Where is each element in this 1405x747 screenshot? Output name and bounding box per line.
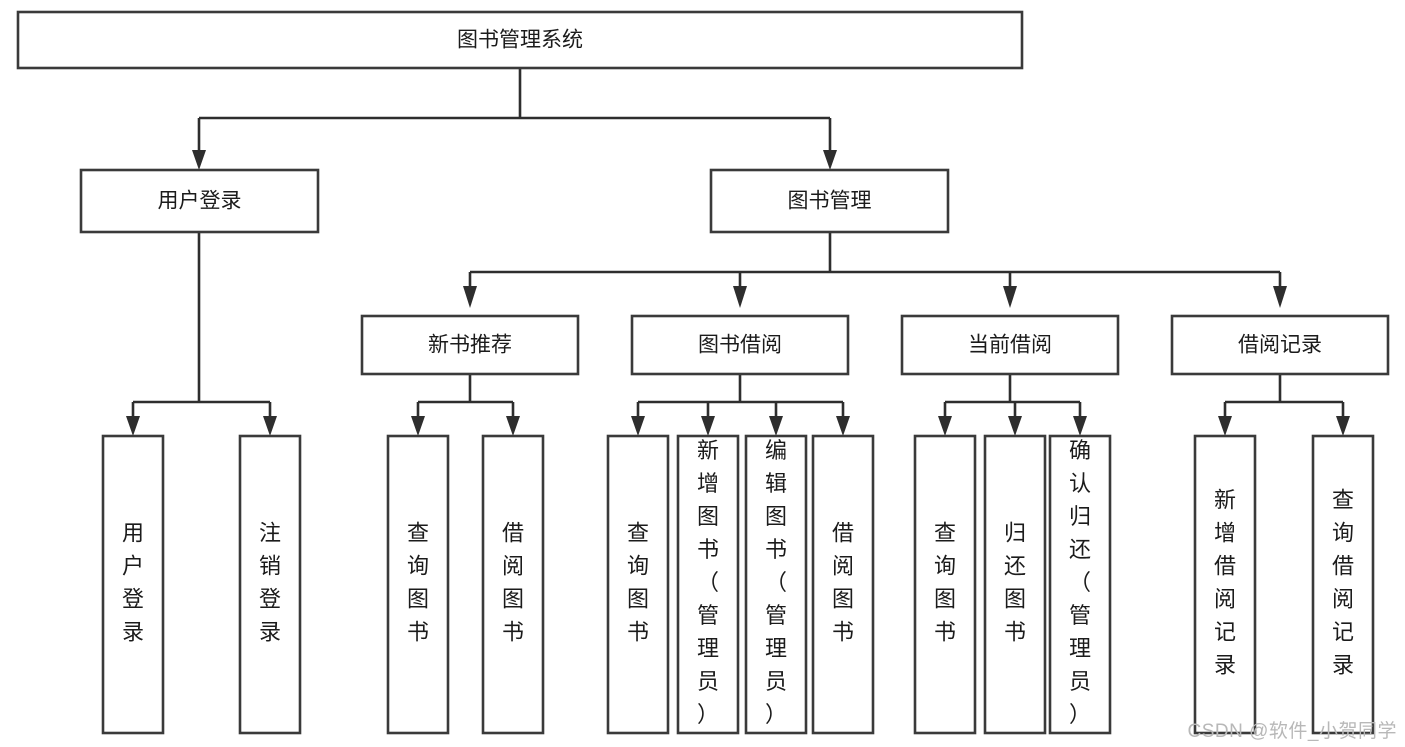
node-leaf-add-book-label: 新增图书（管理员） xyxy=(697,438,719,727)
node-leaf-query-book-3-label: 查询图书 xyxy=(934,520,956,644)
arrowhead-leaf-borrow-book-2 xyxy=(836,416,850,436)
node-leaf-query-book-2-box xyxy=(606,434,670,735)
node-leaf-borrow-book-1-label: 借阅图书 xyxy=(502,520,524,644)
node-leaf-user-logout-label: 注销登录 xyxy=(259,520,281,644)
node-user-login-box xyxy=(79,168,320,234)
node-leaf-query-book-2[interactable]: 查询图书 xyxy=(606,434,670,735)
node-leaf-confirm-return-label: 确认归还（管理员） xyxy=(1069,438,1091,727)
node-new-book-recommend-label: 新书推荐 xyxy=(428,334,512,357)
node-leaf-add-record[interactable]: 新增借阅记录 xyxy=(1193,434,1257,735)
node-borrow-record[interactable]: 借阅记录 xyxy=(1170,314,1390,376)
node-leaf-query-record-box xyxy=(1311,434,1375,735)
arrowhead-leaf-query-book-2 xyxy=(631,416,645,436)
arrowhead-leaf-edit-book xyxy=(769,416,783,436)
node-current-borrow[interactable]: 当前借阅 xyxy=(900,314,1120,376)
node-leaf-query-book-3-box xyxy=(913,434,977,735)
node-leaf-query-book-1-box xyxy=(386,434,450,735)
arrowhead-leaf-confirm-return xyxy=(1073,416,1087,436)
node-leaf-borrow-book-2-box xyxy=(811,434,875,735)
node-borrow-record-box xyxy=(1170,314,1390,376)
arrowhead-borrow-record xyxy=(1273,286,1287,308)
node-root-label: 图书管理系统 xyxy=(457,29,583,52)
node-leaf-borrow-book-1-box xyxy=(481,434,545,735)
arrowhead-current-borrow xyxy=(1003,286,1017,308)
node-leaf-add-record-box xyxy=(1193,434,1257,735)
arrowhead-leaf-return-book xyxy=(1008,416,1022,436)
node-leaf-add-book-box xyxy=(676,434,740,735)
arrowhead-leaf-query-record xyxy=(1336,416,1350,436)
node-leaf-borrow-book-2[interactable]: 借阅图书 xyxy=(811,434,875,735)
node-leaf-query-record-label: 查询借阅记录 xyxy=(1332,487,1354,677)
node-book-manage-label: 图书管理 xyxy=(788,190,872,213)
node-book-manage[interactable]: 图书管理 xyxy=(709,168,950,234)
node-leaf-query-book-1-label: 查询图书 xyxy=(407,520,429,644)
arrowhead-book-manage xyxy=(823,150,837,170)
arrowhead-leaf-borrow-book-1 xyxy=(506,416,520,436)
node-leaf-user-logout[interactable]: 注销登录 xyxy=(238,434,302,735)
node-leaf-user-login[interactable]: 用户登录 xyxy=(101,434,165,735)
node-new-book-recommend[interactable]: 新书推荐 xyxy=(360,314,580,376)
node-user-login-label: 用户登录 xyxy=(158,190,242,213)
node-leaf-query-record[interactable]: 查询借阅记录 xyxy=(1311,434,1375,735)
node-leaf-borrow-book-1[interactable]: 借阅图书 xyxy=(481,434,545,735)
node-new-book-recommend-box xyxy=(360,314,580,376)
node-borrow-record-label: 借阅记录 xyxy=(1238,334,1322,357)
node-current-borrow-label: 当前借阅 xyxy=(968,334,1052,357)
node-leaf-return-book-box xyxy=(983,434,1047,735)
connector-layer xyxy=(126,68,1350,436)
node-leaf-user-login-box xyxy=(101,434,165,735)
node-leaf-add-book[interactable]: 新增图书（管理员） xyxy=(676,434,740,735)
node-root-box xyxy=(16,10,1024,70)
node-leaf-edit-book-label: 编辑图书（管理员） xyxy=(765,438,787,727)
node-leaf-return-book[interactable]: 归还图书 xyxy=(983,434,1047,735)
arrowhead-leaf-query-book-3 xyxy=(938,416,952,436)
node-leaf-user-logout-box xyxy=(238,434,302,735)
node-leaf-query-book-1[interactable]: 查询图书 xyxy=(386,434,450,735)
arrowhead-leaf-user-logout xyxy=(263,416,277,436)
node-user-login[interactable]: 用户登录 xyxy=(79,168,320,234)
node-book-borrow[interactable]: 图书借阅 xyxy=(630,314,850,376)
arrowhead-book-borrow xyxy=(733,286,747,308)
arrowhead-user-login xyxy=(192,150,206,170)
node-leaf-edit-book-box xyxy=(744,434,808,735)
node-leaf-confirm-return-box xyxy=(1048,434,1112,735)
node-book-borrow-box xyxy=(630,314,850,376)
node-book-borrow-label: 图书借阅 xyxy=(698,334,782,357)
arrowhead-new-book-recommend xyxy=(463,286,477,308)
node-leaf-edit-book[interactable]: 编辑图书（管理员） xyxy=(744,434,808,735)
node-book-manage-box xyxy=(709,168,950,234)
node-leaf-query-book-2-label: 查询图书 xyxy=(627,520,649,644)
node-leaf-add-record-label: 新增借阅记录 xyxy=(1214,487,1236,677)
node-leaf-user-login-label: 用户登录 xyxy=(122,520,144,644)
arrowhead-leaf-add-record xyxy=(1218,416,1232,436)
arrowhead-leaf-user-login xyxy=(126,416,140,436)
node-leaf-borrow-book-2-label: 借阅图书 xyxy=(832,520,854,644)
node-leaf-return-book-label: 归还图书 xyxy=(1004,520,1026,644)
arrowhead-leaf-add-book xyxy=(701,416,715,436)
node-root[interactable]: 图书管理系统 xyxy=(16,10,1024,70)
node-current-borrow-box xyxy=(900,314,1120,376)
arrowhead-leaf-query-book-1 xyxy=(411,416,425,436)
node-leaf-query-book-3[interactable]: 查询图书 xyxy=(913,434,977,735)
node-leaf-confirm-return[interactable]: 确认归还（管理员） xyxy=(1048,434,1112,735)
